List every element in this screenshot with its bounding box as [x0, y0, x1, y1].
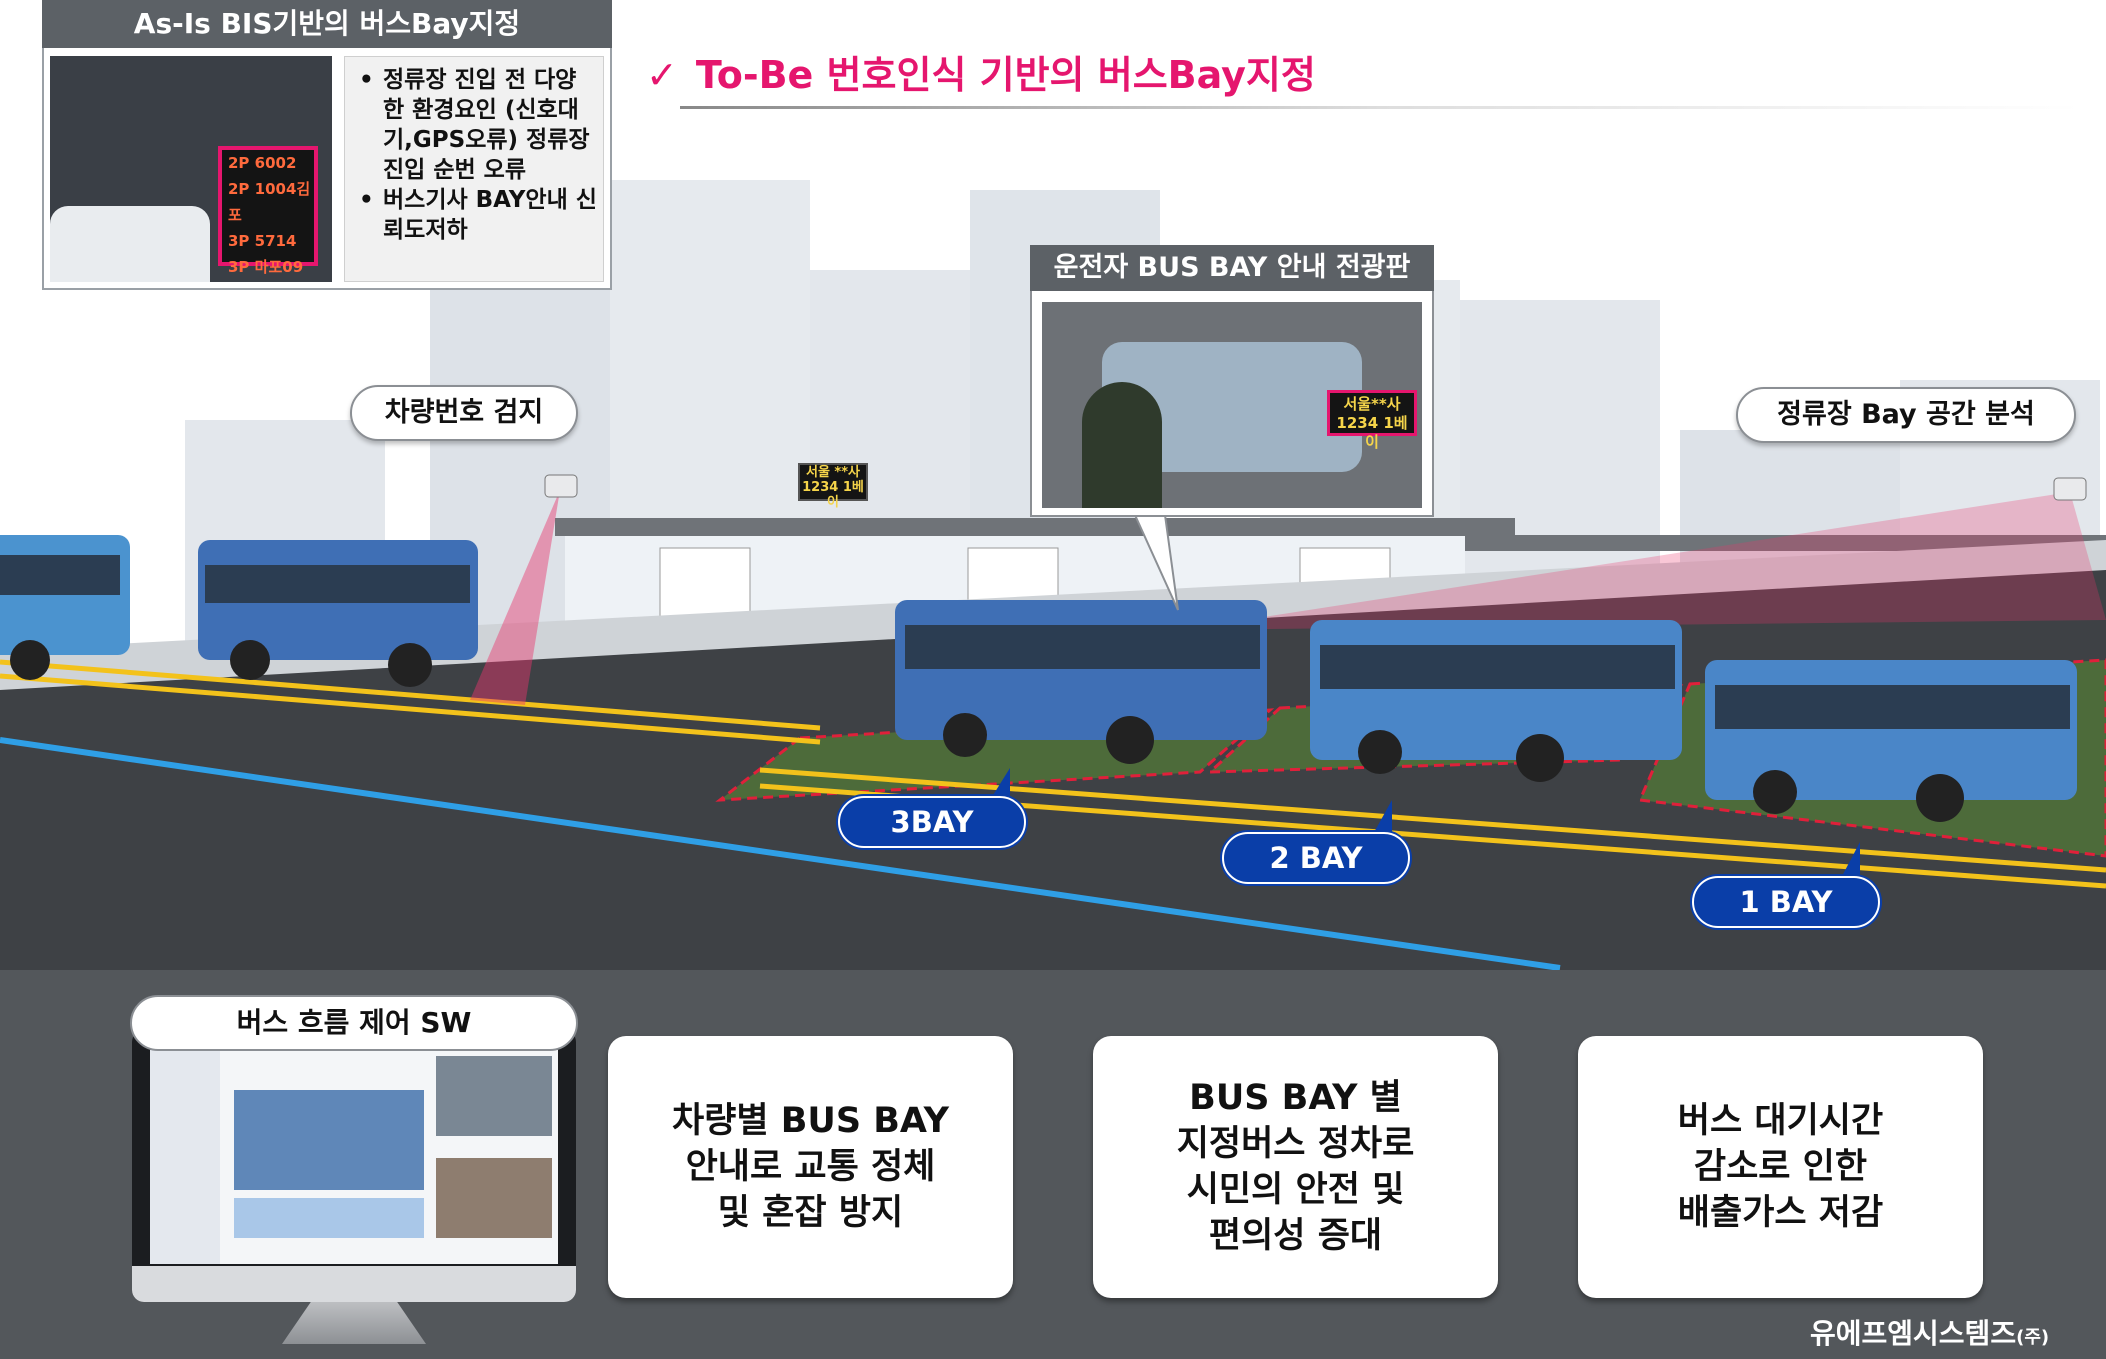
- driver-bay-sign: 서울**사 1234 1베이: [1327, 390, 1417, 451]
- driver-figure: [1082, 382, 1162, 508]
- asis-issue-item: 버스기사 BAY안내 신뢰도저하: [359, 185, 597, 245]
- company-name: 유에프엠시스템즈(주): [1810, 1312, 2049, 1352]
- asis-issue-item: 정류장 진입 전 다양한 환경요인 (신호대기,GPS오류) 정류장 진입 순번…: [359, 65, 597, 185]
- bus-bay-2: [1310, 620, 1682, 782]
- driver-sign-line1: 서울**사: [1343, 395, 1401, 413]
- asis-photo: 2P 6002 2P 1004김포 3P 5714 3P 마포09: [50, 56, 332, 282]
- driver-sign-line2: 1234 1베이: [1336, 414, 1408, 451]
- screen-video-side: [436, 1056, 552, 1136]
- driver-photo: 서울**사 1234 1베이: [1042, 302, 1422, 508]
- asis-van: [50, 206, 210, 282]
- stop-sign-line2: 1234 1베이: [802, 480, 864, 510]
- screen-chart: [234, 1198, 424, 1238]
- bay-label-1: 1 BAY: [1692, 876, 1880, 928]
- bay-label-2: 2 BAY: [1222, 832, 1410, 884]
- asis-issue-list: 정류장 진입 전 다양한 환경요인 (신호대기,GPS오류) 정류장 진입 순번…: [344, 56, 604, 282]
- screen-video-main: [234, 1090, 424, 1190]
- camera-beam-right: [1180, 492, 2106, 630]
- asis-bay-sign: 2P 6002 2P 1004김포 3P 5714 3P 마포09: [218, 146, 318, 276]
- stop-bay-sign: 서울 **사 1234 1베이: [798, 463, 868, 510]
- camera-right-icon: [2053, 477, 2087, 501]
- benefit-card: 차량별 BUS BAY 안내로 교통 정체 및 혼잡 방지: [608, 1036, 1013, 1298]
- benefit-card: BUS BAY 별 지정버스 정차로 시민의 안전 및 편의성 증대: [1093, 1036, 1498, 1298]
- camera-beam-left: [470, 490, 560, 705]
- stop-sign-line1: 서울 **사: [805, 465, 860, 480]
- tobe-underline: [680, 106, 2080, 109]
- benefit-card: 버스 대기시간 감소로 인한 배출가스 저감: [1578, 1036, 1983, 1298]
- software-screen: [150, 1050, 558, 1264]
- driver-display-title: 운전자 BUS BAY 안내 전광판: [1030, 245, 1434, 291]
- plate-detect-callout: 차량번호 검지: [350, 385, 578, 441]
- camera-left-icon: [544, 474, 578, 498]
- check-icon: ✓: [646, 53, 678, 97]
- bus-approaching: [198, 540, 478, 687]
- asis-sign-line: 3P 5714: [228, 232, 297, 250]
- bus-bay-3: [895, 600, 1267, 764]
- company-suffix: (주): [2016, 1327, 2050, 1348]
- asis-sign-line: 3P 마포09: [228, 258, 304, 276]
- software-label: 버스 흐름 제어 SW: [130, 995, 578, 1051]
- bay-label-3: 3BAY: [838, 796, 1026, 848]
- company-name-text: 유에프엠시스템즈: [1810, 1317, 2017, 1350]
- bus-far-left: [0, 535, 130, 680]
- monitor-chin: [132, 1266, 576, 1302]
- tobe-title: To-Be 번호인식 기반의 버스Bay지정: [695, 53, 1316, 97]
- asis-title: As-Is BIS기반의 버스Bay지정: [42, 0, 612, 48]
- asis-sign-line: 2P 6002: [228, 154, 297, 172]
- bay-analysis-callout: 정류장 Bay 공간 분석: [1736, 387, 2076, 443]
- bus-bay-1: [1705, 660, 2077, 822]
- screen-video-side: [436, 1158, 552, 1238]
- tobe-heading: ✓ To-Be 번호인식 기반의 버스Bay지정: [646, 44, 1316, 99]
- asis-sign-line: 2P 1004김포: [228, 180, 311, 224]
- screen-sidebar: [150, 1050, 220, 1264]
